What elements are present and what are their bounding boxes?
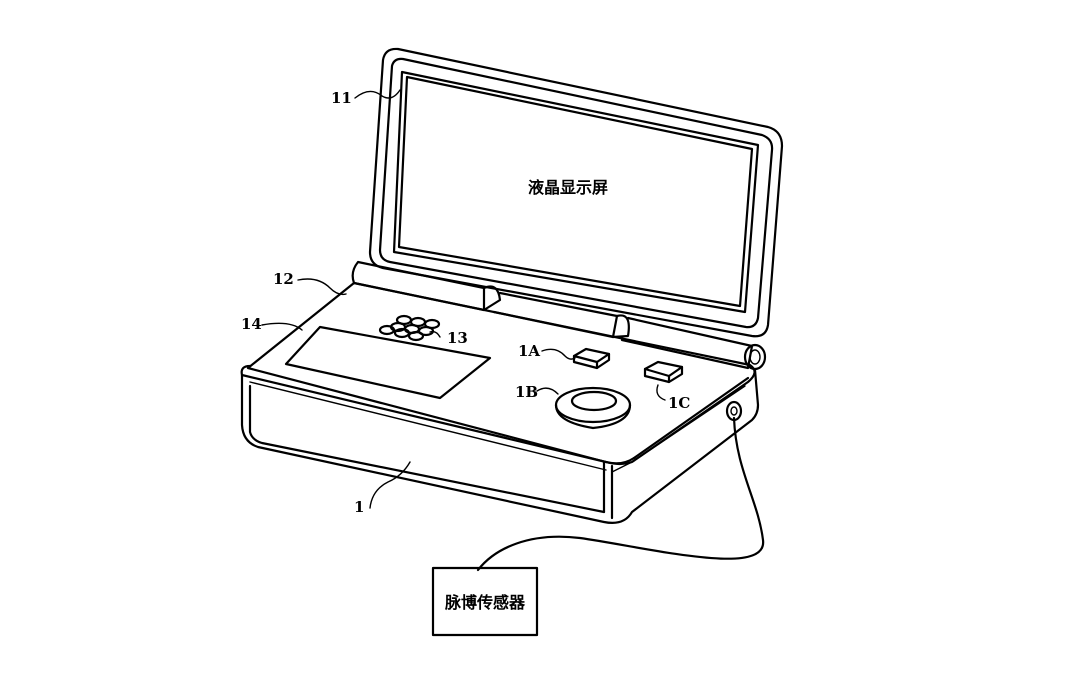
callout-1c: 1C bbox=[668, 394, 690, 412]
button-1a bbox=[572, 347, 611, 370]
pad-14 bbox=[284, 325, 492, 400]
button-1b bbox=[554, 386, 632, 430]
callout-12: 12 bbox=[273, 270, 294, 288]
callout-1a: 1A bbox=[518, 342, 540, 360]
screen-panel bbox=[392, 70, 760, 314]
hinge bbox=[351, 260, 767, 371]
sensor-label: 脉博传感器 bbox=[444, 593, 526, 612]
callout-13: 13 bbox=[447, 329, 468, 347]
keypad bbox=[378, 314, 441, 342]
callout-leaders bbox=[261, 89, 666, 509]
pulse-sensor-box bbox=[431, 566, 539, 637]
screen-label: 液晶显示屏 bbox=[528, 178, 608, 197]
button-1c bbox=[643, 360, 684, 384]
callout-11: 11 bbox=[331, 89, 352, 107]
sensor-cable bbox=[476, 416, 765, 572]
callout-1b: 1B bbox=[515, 383, 538, 401]
callout-1: 1 bbox=[354, 498, 364, 516]
base-body bbox=[240, 281, 760, 524]
callout-14: 14 bbox=[241, 315, 262, 333]
